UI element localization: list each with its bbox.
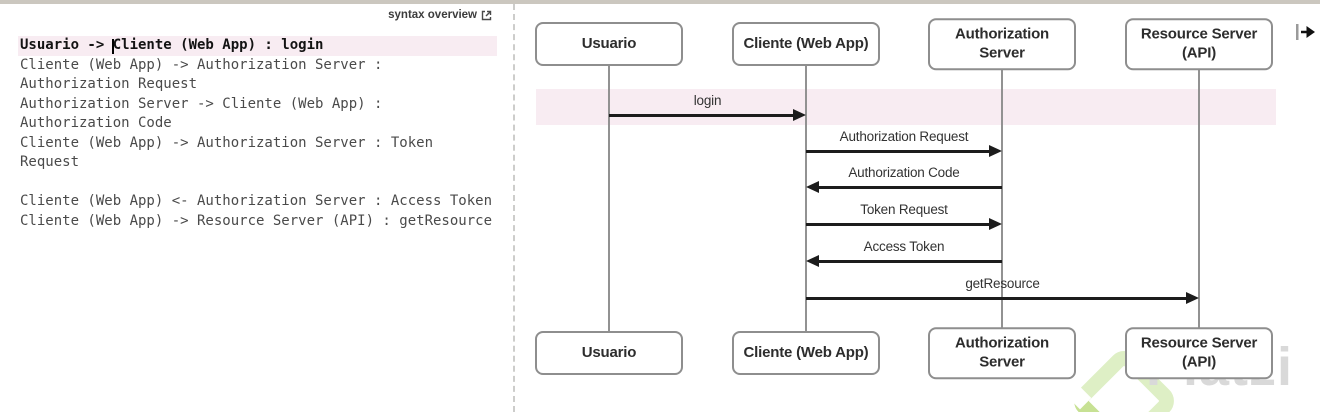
message-arrow[interactable] [806,150,991,153]
syntax-overview-label: syntax overview [388,9,477,21]
highlighted-message-band [536,89,1276,125]
collapse-editor-button[interactable] [1293,22,1319,44]
actor-box-top[interactable]: Cliente (Web App) [732,22,880,66]
actor-box-bottom[interactable]: Usuario [535,331,683,375]
message-label[interactable]: Authorization Request [839,129,969,144]
arrowhead-icon [989,218,1002,230]
code-line[interactable]: Cliente (Web App) -> Resource Server (AP… [20,212,493,229]
message-label[interactable]: Authorization Code [848,165,960,180]
message-label[interactable]: Token Request [860,202,948,217]
collapse-panel-icon [1294,24,1318,45]
message-label[interactable]: login [693,93,722,108]
syntax-overview-link[interactable]: syntax overview [388,9,492,21]
actor-box-top[interactable]: Resource Server (API) [1125,18,1273,70]
panel-divider [513,4,515,412]
code-line[interactable]: Authorization Server -> Cliente (Web App… [20,95,391,132]
code-line[interactable]: Cliente (Web App) -> Authorization Serve… [20,56,391,93]
arrowhead-icon [806,181,819,193]
lifeline [805,66,807,331]
arrowhead-icon [1186,292,1199,304]
code-line[interactable]: Cliente (Web App) -> Authorization Serve… [20,134,442,171]
lifeline [608,66,610,331]
external-link-icon [481,10,492,21]
code-line[interactable] [18,173,497,193]
message-arrow[interactable] [806,297,1188,300]
code-line[interactable]: Cliente (Web App) <- Authorization Serve… [20,193,493,209]
arrowhead-icon [989,145,1002,157]
actor-box-top[interactable]: Authorization Server [928,18,1076,70]
actor-box-bottom[interactable]: Resource Server (API) [1125,327,1273,379]
code-line[interactable]: Usuario -> Cliente (Web App) : login [18,36,497,56]
text-cursor [112,39,114,54]
actor-box-top[interactable]: Usuario [535,22,683,66]
arrowhead-icon [793,109,806,121]
message-label[interactable]: getResource [965,276,1040,291]
message-arrow[interactable] [817,186,1002,189]
lifeline [1198,66,1200,331]
actor-box-bottom[interactable]: Cliente (Web App) [732,331,880,375]
platzi-logo-notch [1068,386,1092,410]
top-bar [0,0,1320,4]
message-arrow[interactable] [609,114,795,117]
message-arrow[interactable] [817,260,1002,263]
arrowhead-icon [806,255,819,267]
lifeline [1001,66,1003,331]
message-arrow[interactable] [806,223,991,226]
actor-box-bottom[interactable]: Authorization Server [928,327,1076,379]
message-label[interactable]: Access Token [863,239,945,254]
